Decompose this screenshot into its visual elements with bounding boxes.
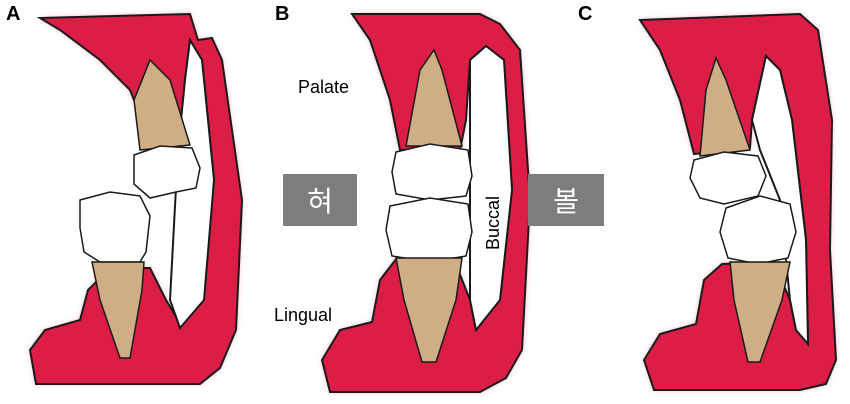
cheek-tag: 볼 — [528, 174, 604, 226]
panel-a-drawing — [28, 12, 244, 385]
panel-letter-a: A — [6, 3, 21, 25]
lingual-label: Lingual — [274, 305, 333, 325]
tongue-tag: 혀 — [283, 174, 357, 226]
palate-label: Palate — [298, 77, 350, 97]
panel-b-drawing — [320, 13, 532, 393]
panel-letter-c: C — [578, 3, 593, 25]
buccal-label: Buccal — [483, 195, 503, 250]
panel-letter-b: B — [275, 3, 290, 25]
panel-c-drawing — [638, 12, 838, 391]
